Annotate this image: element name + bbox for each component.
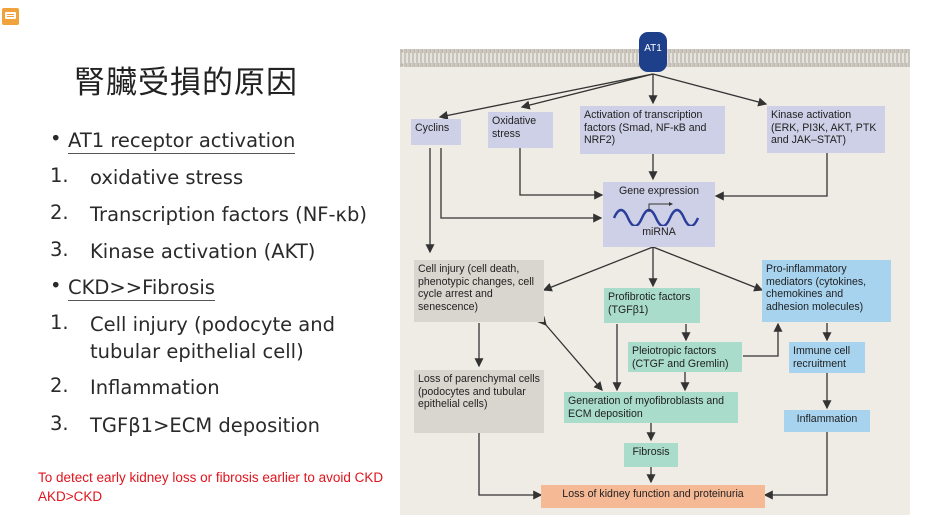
item-text: Kinase activation (AKT) xyxy=(90,240,316,263)
bullet-text: CKD>>Fibrosis xyxy=(68,276,215,301)
fibrosis-box: Fibrosis xyxy=(624,443,678,467)
cyclins-box: Cyclins xyxy=(411,119,461,145)
inflammation-box: Inflammation xyxy=(784,410,870,432)
number-marker: 2. xyxy=(50,201,69,224)
bullet-text: AT1 receptor activation xyxy=(68,129,296,154)
bullet-item: • CKD>>Fibrosis xyxy=(50,274,395,311)
slide-title: 腎臟受損的原因 xyxy=(74,65,298,101)
item-text: oxidative stress xyxy=(90,166,244,189)
loss-parenchymal-box: Loss of parenchymal cells (podocytes and… xyxy=(414,370,544,433)
cell-injury-box: Cell injury (cell death, phenotypic chan… xyxy=(414,260,544,322)
red-note-line-2: AKD>CKD xyxy=(38,489,103,504)
numbered-item: 2. Transcription factors (NF-κb) xyxy=(50,201,395,238)
rna-wave-icon xyxy=(612,201,700,226)
gene-expression-box: Gene expression miRNA xyxy=(603,182,715,247)
kinase-box: Kinase activation (ERK, PI3K, AKT, PTK a… xyxy=(767,106,885,153)
item-text: Inflammation xyxy=(90,376,220,399)
mirna-label: miRNA xyxy=(642,225,676,238)
proinflammatory-box: Pro-inflammatory mediators (cytokines, c… xyxy=(762,260,891,322)
bullet-marker: • xyxy=(50,274,62,297)
number-marker: 3. xyxy=(50,412,69,435)
item-text: Cell injury (podocyte and tubular epithe… xyxy=(90,313,335,363)
red-note-line-1: To detect early kidney loss or fibrosis … xyxy=(38,470,384,485)
number-marker: 1. xyxy=(50,311,69,334)
loss-function-box: Loss of kidney function and proteinuria xyxy=(541,485,765,508)
bullet-list: • AT1 receptor activation 1. oxidative s… xyxy=(50,127,395,449)
item-text: TGFβ1>ECM deposition xyxy=(90,414,321,437)
pathway-diagram: AT1 Cyclins Oxidative stress Activation … xyxy=(400,30,910,515)
profibrotic-box: Profibrotic factors (TGFβ1) xyxy=(604,288,700,323)
numbered-item: 1. oxidative stress xyxy=(50,164,395,201)
number-marker: 3. xyxy=(50,238,69,261)
numbered-item: 3. TGFβ1>ECM deposition xyxy=(50,412,395,449)
bullet-item: • AT1 receptor activation xyxy=(50,127,395,164)
numbered-item: 3. Kinase activation (AKT) xyxy=(50,238,395,274)
comment-icon[interactable] xyxy=(2,8,19,25)
numbered-item: 1. Cell injury (podocyte and tubular epi… xyxy=(50,311,395,374)
gene-expression-label: Gene expression xyxy=(618,185,700,197)
number-marker: 2. xyxy=(50,374,69,397)
red-note: To detect early kidney loss or fibrosis … xyxy=(38,468,383,506)
number-marker: 1. xyxy=(50,164,69,187)
immune-recruitment-box: Immune cell recruitment xyxy=(789,342,865,373)
oxidative-stress-box: Oxidative stress xyxy=(488,112,553,148)
bullet-marker: • xyxy=(50,127,62,150)
item-text: Transcription factors (NF-κb) xyxy=(90,203,368,226)
numbered-item: 2. Inflammation xyxy=(50,374,395,412)
arrow-connectors xyxy=(425,73,832,500)
at1-receptor: AT1 xyxy=(639,32,667,72)
pleiotropic-box: Pleiotropic factors (CTGF and Gremlin) xyxy=(628,342,742,372)
transcription-box: Activation of transcription factors (Sma… xyxy=(580,106,725,154)
myofibroblasts-box: Generation of myofibroblasts and ECM dep… xyxy=(564,392,738,423)
